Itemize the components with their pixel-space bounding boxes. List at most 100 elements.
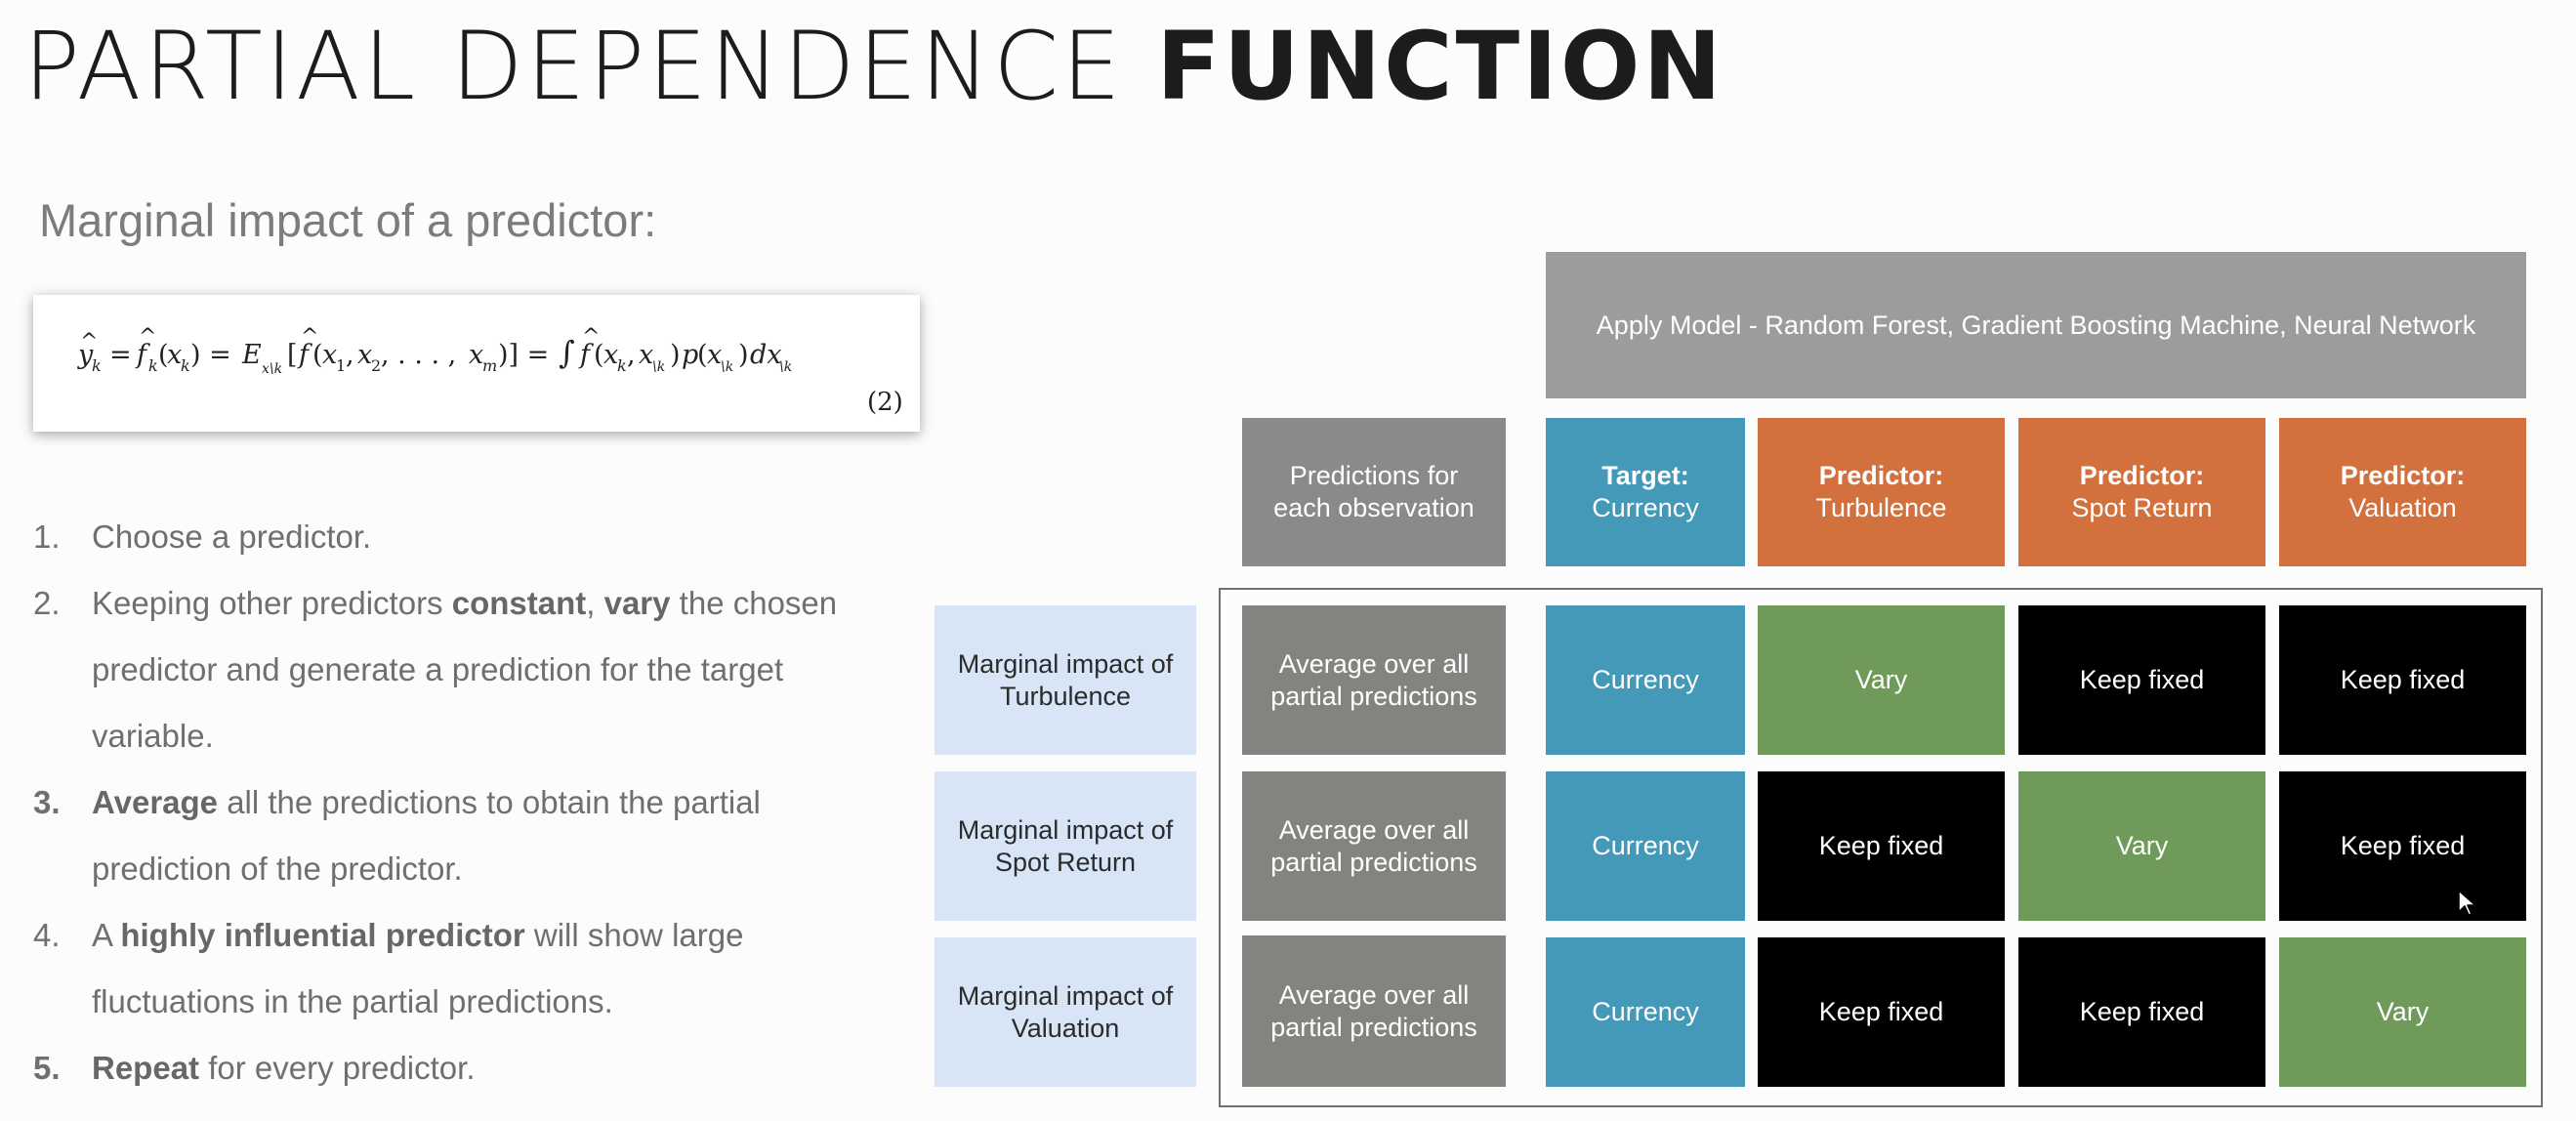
column-name: Valuation [2348, 493, 2457, 522]
title-light: PARTIAL DEPENDENCE [23, 12, 1124, 121]
svg-text:, . . . ,: , . . . , [381, 340, 456, 370]
cell-text: Keep fixed [2340, 665, 2466, 694]
step-bold-influential: highly influential predictor [120, 917, 525, 953]
svg-text:^: ^ [301, 325, 318, 350]
average-line1: Average over all [1278, 979, 1470, 1010]
svg-text:x: x [167, 340, 182, 370]
average-line2: partial predictions [1270, 847, 1477, 877]
svg-text:1: 1 [336, 356, 346, 375]
row-label-line2: Spot Return [994, 847, 1137, 877]
svg-text:x\k: x\k [262, 361, 282, 377]
column-name: Turbulence [1815, 493, 1947, 522]
cell-text: Vary [2115, 831, 2169, 860]
predictions-header-line1: Predictions for [1289, 461, 1459, 490]
svg-text:\k: \k [721, 359, 733, 375]
step-text-pre: Keeping other predictors [92, 585, 452, 621]
svg-text:,: , [346, 340, 354, 370]
svg-text:E: E [241, 340, 262, 370]
svg-text:(: ( [594, 340, 604, 370]
step-text-post: will show large fluctuations in the part… [92, 917, 744, 1019]
svg-text:^: ^ [139, 325, 156, 350]
step-text-pre: A [92, 917, 121, 953]
target-cell: Currency [1546, 771, 1745, 921]
average-line2: partial predictions [1270, 1012, 1477, 1042]
row-label-line1: Marginal impact of [957, 980, 1174, 1011]
average-line1: Average over all [1278, 814, 1470, 845]
average-line1: Average over all [1278, 648, 1470, 679]
row-label-line2: Turbulence [999, 681, 1132, 711]
cell-text: Keep fixed [2079, 665, 2205, 694]
svg-text:(: ( [697, 340, 708, 370]
cell-text: Keep fixed [1818, 831, 1944, 860]
svg-text:): ) [670, 340, 681, 370]
svg-text:dx: dx [750, 340, 782, 370]
predictions-header-line2: each observation [1273, 493, 1475, 522]
step-text-post: the chosen predictor and generate a pred… [92, 585, 838, 754]
svg-text:(: ( [312, 340, 323, 370]
step-text-post: for every predictor. [199, 1050, 476, 1086]
keep-fixed-cell: Keep fixed [2018, 605, 2265, 755]
target-cell: Currency [1546, 937, 1745, 1087]
svg-text:x: x [469, 340, 483, 370]
equation-number: (2) [867, 388, 903, 417]
step-4: 4. A highly influential predictor will s… [33, 902, 893, 1035]
step-1: 1. Choose a predictor. [33, 504, 893, 570]
keep-fixed-cell: Keep fixed [1758, 937, 2005, 1087]
svg-text:^: ^ [80, 330, 98, 354]
svg-text:p: p [682, 340, 698, 370]
column-header-spot-return: Predictor: Spot Return [2018, 418, 2265, 566]
column-header-valuation: Predictor: Valuation [2279, 418, 2526, 566]
predictions-header: Predictions for each observation [1242, 418, 1506, 566]
keep-fixed-cell: Keep fixed [2018, 937, 2265, 1087]
row-label-turbulence: Marginal impact of Turbulence [935, 605, 1196, 755]
average-cell: Average over all partial predictions [1242, 605, 1506, 755]
svg-text:\k: \k [779, 359, 792, 375]
svg-text:k: k [617, 356, 627, 375]
step-2: 2. Keeping other predictors constant, va… [33, 570, 893, 769]
row-label-line2: Valuation [1011, 1013, 1120, 1043]
svg-text:\k: \k [652, 359, 665, 375]
cell-text: Currency [1592, 831, 1699, 860]
step-number: 4. [33, 917, 61, 953]
column-title: Predictor: [2340, 461, 2466, 490]
row-label-valuation: Marginal impact of Valuation [935, 937, 1196, 1087]
column-title: Predictor: [2079, 461, 2205, 490]
cell-text: Vary [2376, 997, 2430, 1026]
row-label-line1: Marginal impact of [957, 648, 1174, 679]
vary-cell: Vary [2279, 937, 2526, 1087]
apply-model-box: Apply Model - Random Forest, Gradient Bo… [1546, 252, 2526, 398]
svg-text:x: x [322, 340, 337, 370]
column-name: Currency [1592, 493, 1699, 522]
svg-text:)] =: )] = [498, 340, 549, 370]
svg-text:[: [ [287, 340, 298, 370]
keep-fixed-cell: Keep fixed [2279, 771, 2526, 921]
grid-frame [1219, 588, 2543, 1107]
step-bold-repeat: Repeat [92, 1050, 200, 1086]
svg-text:y: y [77, 340, 94, 370]
step-text: Choose a predictor. [92, 519, 372, 555]
step-bold-average: Average [92, 784, 219, 820]
keep-fixed-cell: Keep fixed [1758, 771, 2005, 921]
svg-text:k: k [92, 356, 102, 375]
svg-text:2: 2 [371, 356, 381, 375]
apply-model-text: Apply Model - Random Forest, Gradient Bo… [1596, 310, 2476, 340]
step-number: 3. [33, 784, 61, 820]
svg-text:x: x [603, 340, 618, 370]
step-number: 5. [33, 1050, 61, 1086]
vary-cell: Vary [1758, 605, 2005, 755]
row-label-spot-return: Marginal impact of Spot Return [935, 771, 1196, 921]
step-3: 3. Average all the predictions to obtain… [33, 769, 893, 902]
cell-text: Keep fixed [2079, 997, 2205, 1026]
cell-text: Keep fixed [1818, 997, 1944, 1026]
row-label-line1: Marginal impact of [957, 814, 1174, 845]
step-bold-vary: vary [603, 585, 671, 621]
keep-fixed-cell: Keep fixed [2279, 605, 2526, 755]
svg-text:,: , [627, 340, 636, 370]
column-header-turbulence: Predictor: Turbulence [1758, 418, 2005, 566]
cell-text: Keep fixed [2340, 831, 2466, 860]
svg-text:): ) [738, 340, 749, 370]
average-cell: Average over all partial predictions [1242, 935, 1506, 1087]
formula-equation: y ^ k = f ^ k ( x k ) = E x\k [ f ^ ( x … [77, 325, 903, 417]
title-bold: FUNCTION [1156, 12, 1724, 121]
step-text-post: all the predictions to obtain the partia… [92, 784, 761, 887]
